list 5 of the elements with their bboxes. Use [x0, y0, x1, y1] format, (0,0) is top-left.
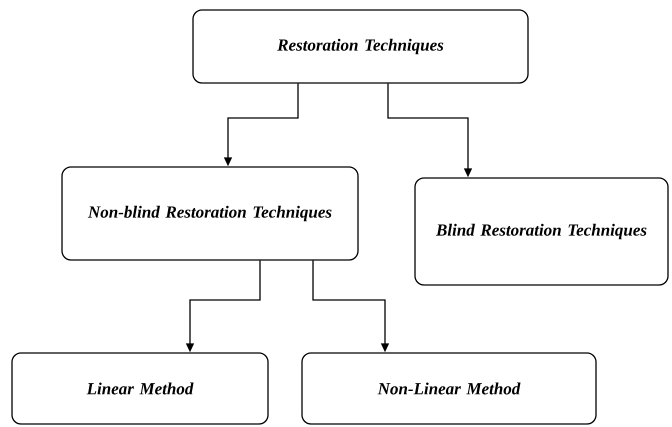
process-box: Non-blind Restoration Techniques	[61, 166, 359, 261]
process-box: Restoration Techniques	[192, 9, 529, 84]
process-box: Linear Method	[11, 352, 269, 425]
process-box: Blind Restoration Techniques	[414, 177, 669, 286]
process-box: Non-Linear Method	[301, 352, 597, 425]
